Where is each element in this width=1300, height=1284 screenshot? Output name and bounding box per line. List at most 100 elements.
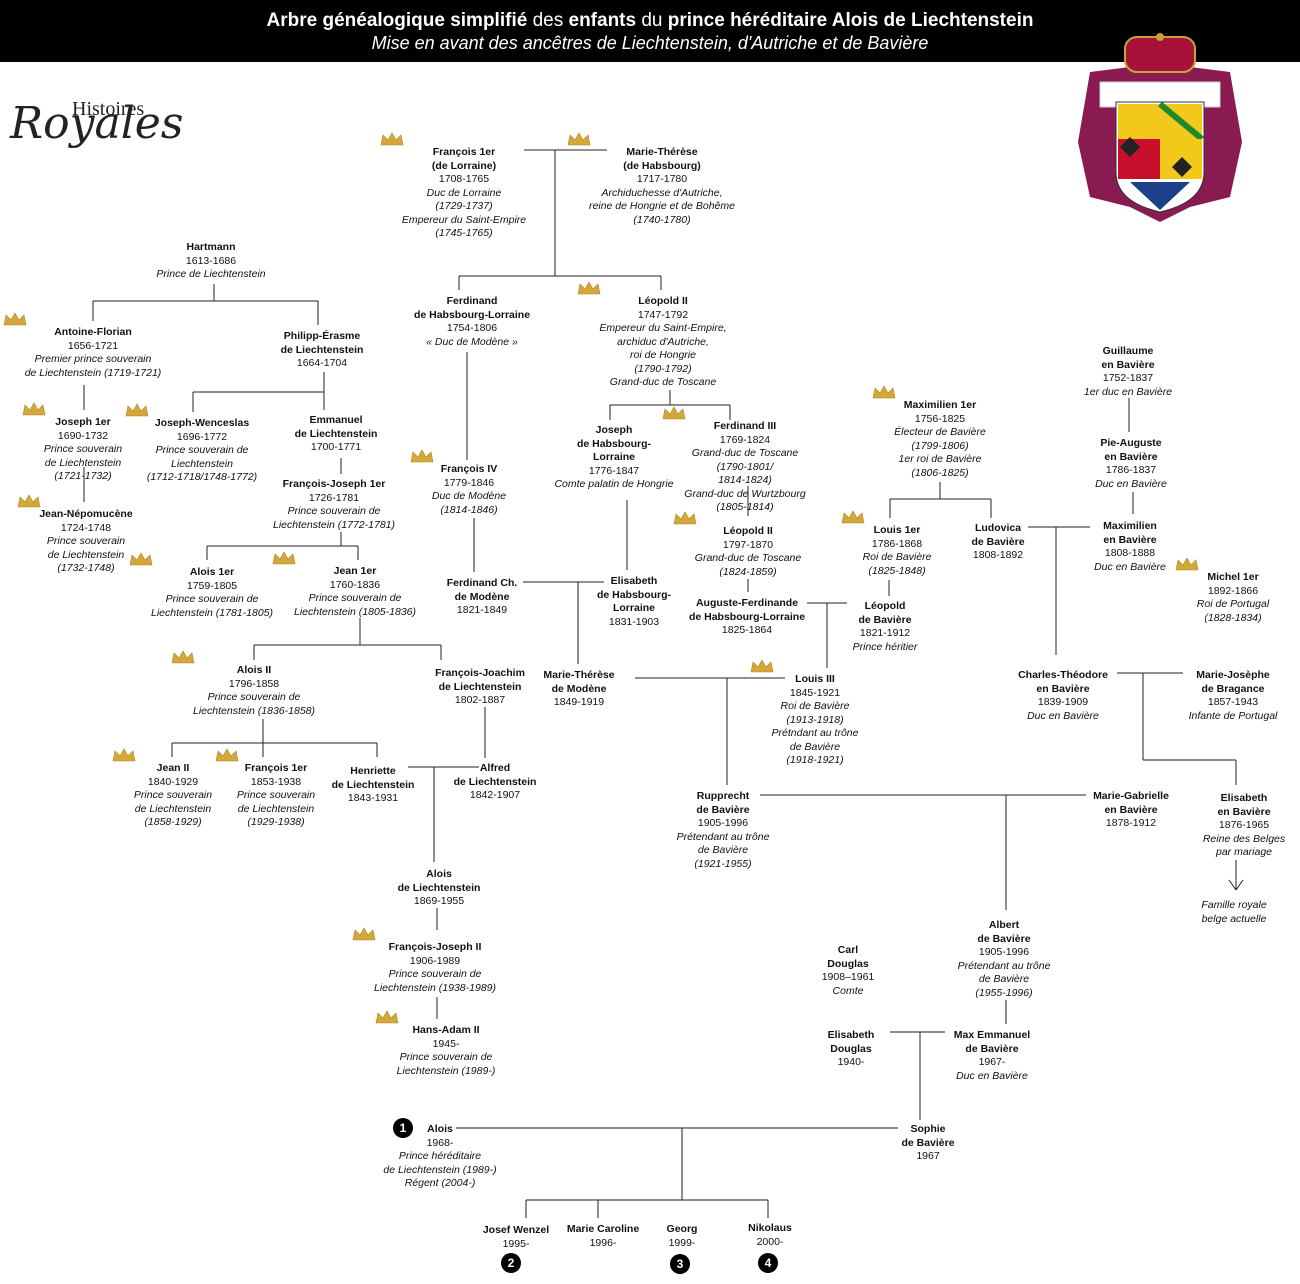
person-role: (1921-1955) bbox=[694, 857, 752, 870]
person-role: 1814-1824) bbox=[718, 474, 772, 486]
person-role: (1929-1938) bbox=[247, 816, 305, 828]
child-number-badge: 1 bbox=[393, 1118, 413, 1138]
person-dates: 1769-1824 bbox=[719, 433, 771, 446]
person-name: de Habsbourg-Lorraine bbox=[688, 610, 806, 623]
person-name: Marie-Josèphe bbox=[1196, 669, 1270, 681]
histoires-royales-logo: Royales Histoires bbox=[10, 90, 183, 160]
person-dates: 1690-1732 bbox=[57, 429, 109, 442]
person-role: belge actuelle bbox=[1201, 912, 1267, 925]
crown-icon bbox=[1175, 557, 1199, 572]
liechtenstein-coat-of-arms-icon bbox=[1078, 33, 1242, 222]
title-part: Arbre généalogique simplifié bbox=[266, 10, 533, 31]
child-number-badge: 2 bbox=[501, 1253, 521, 1273]
person-dates: 2000- bbox=[756, 1235, 784, 1248]
person-role: Prince souverain de bbox=[155, 444, 249, 456]
person-role: Duc en Bavière bbox=[956, 1069, 1028, 1082]
person-role: de Liechtenstein bbox=[237, 802, 315, 815]
person-role: Prince souverain bbox=[236, 789, 316, 801]
person-name: François-Joseph II bbox=[388, 941, 482, 953]
person-dates: 1968- bbox=[426, 1136, 454, 1149]
person-name: de Bavière bbox=[901, 1136, 955, 1149]
person-name: Albert bbox=[988, 919, 1020, 931]
crown-icon bbox=[3, 312, 27, 327]
person-name: Ludovica bbox=[974, 522, 1022, 534]
person-name: Ferdinand bbox=[446, 295, 498, 307]
person-role: Prince héréditaire bbox=[398, 1150, 482, 1162]
logo-script-text: Royales bbox=[10, 98, 184, 149]
person-role: Prince souverain bbox=[46, 535, 126, 547]
person-role: de Liechtenstein bbox=[44, 456, 122, 469]
person-role: reine de Hongrie et de Bohême bbox=[589, 200, 735, 212]
person-role: de Liechtenstein bbox=[47, 548, 125, 561]
person-name: Elisabeth bbox=[1220, 792, 1268, 804]
person-dates: 1825-1864 bbox=[721, 624, 773, 636]
person-name: Jean II bbox=[156, 762, 190, 774]
person-role: Liechtenstein (1836-1858) bbox=[192, 704, 316, 717]
person-name: Alois bbox=[427, 1123, 453, 1135]
child-number-badge: 4 bbox=[758, 1253, 778, 1273]
person-name: Antoine-Florian bbox=[54, 326, 132, 338]
person-role: Prince souverain bbox=[43, 443, 123, 455]
page-title: Arbre généalogique simplifié des enfants… bbox=[0, 10, 1300, 32]
person-name: de Liechtenstein bbox=[453, 775, 537, 788]
person-name: Lorraine bbox=[612, 602, 655, 614]
person-dates: 1752-1837 bbox=[1102, 372, 1154, 384]
person-name: Charles-Théodore bbox=[1018, 669, 1108, 681]
person-dates: 1700-1771 bbox=[310, 441, 362, 453]
person-role: Prince souverain de bbox=[287, 505, 381, 517]
person-dates: 1876-1965 bbox=[1218, 819, 1270, 831]
person-name: de Habsbourg- bbox=[596, 588, 672, 601]
person-dates: 1754-1806 bbox=[446, 322, 498, 334]
person-role: Duc de Lorraine bbox=[426, 186, 502, 199]
person-dates: 1905-1996 bbox=[978, 946, 1030, 958]
person-name: Léopold bbox=[864, 600, 906, 612]
person-dates: 1724-1748 bbox=[60, 521, 112, 534]
person-role: (1918-1921) bbox=[786, 754, 844, 766]
person-role: (1858-1929) bbox=[144, 816, 202, 828]
person-dates: 1842-1907 bbox=[469, 789, 521, 801]
person-role: Liechtenstein (1781-1805) bbox=[150, 606, 274, 619]
crown-icon bbox=[662, 406, 686, 421]
person-dates: 1759-1805 bbox=[186, 579, 238, 592]
person-name: Douglas bbox=[827, 957, 869, 970]
person-name: Marie-Thérèse bbox=[626, 146, 698, 158]
person-role: Prétendant au trône bbox=[957, 959, 1051, 972]
person-dates: 1760-1836 bbox=[329, 578, 381, 591]
person-name: Nikolaus bbox=[748, 1222, 792, 1234]
crown-icon bbox=[567, 132, 591, 147]
person-role: (1828-1834) bbox=[1204, 611, 1262, 624]
person-role: Famille royale bbox=[1201, 899, 1267, 911]
person-role: Prince souverain de bbox=[207, 691, 301, 703]
person-role: (1913-1918) bbox=[786, 713, 844, 726]
person-dates: 1726-1781 bbox=[308, 491, 360, 504]
person-role: de Liechtenstein bbox=[134, 802, 212, 815]
person-role: de Liechtenstein (1719-1721) bbox=[24, 366, 162, 379]
person-role: Prince souverain de bbox=[399, 1051, 493, 1063]
person-name: en Bavière bbox=[1217, 805, 1271, 818]
person-name: Alfred bbox=[479, 762, 511, 774]
person-role: (1732-1748) bbox=[57, 562, 115, 574]
person-role: (1790-1792) bbox=[634, 362, 692, 375]
crown-icon bbox=[17, 494, 41, 509]
person-role: de Bavière bbox=[978, 973, 1030, 985]
title-part: enfants bbox=[568, 10, 642, 31]
